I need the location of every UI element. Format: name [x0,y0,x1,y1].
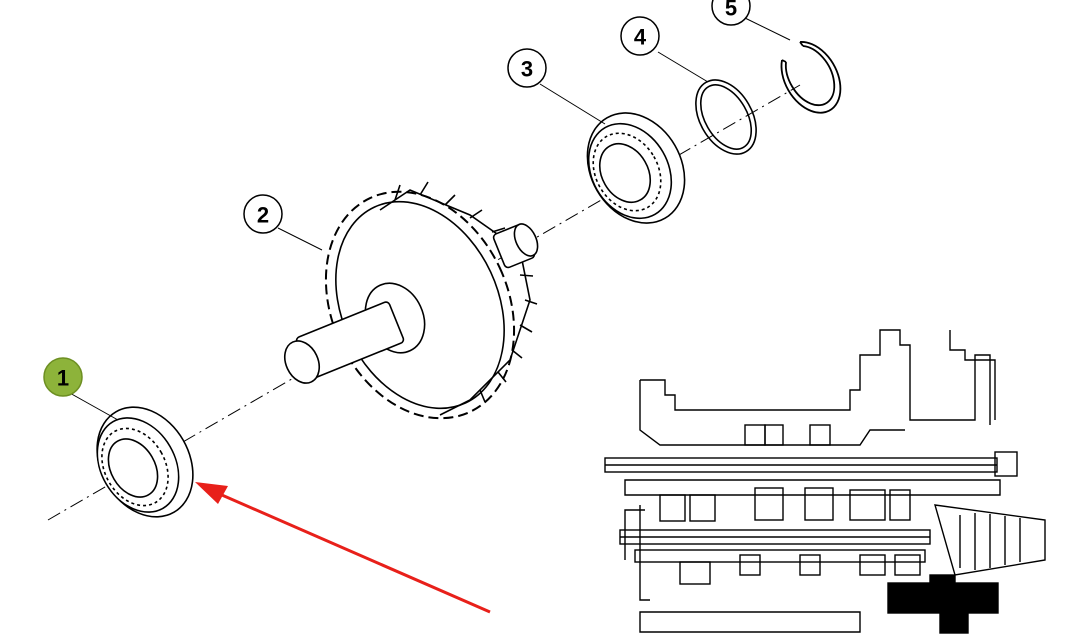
callout-3[interactable]: 3 [507,48,547,88]
callout-leaders [67,17,791,421]
shim-ring-part-4 [695,79,757,155]
bearing-part-3 [586,112,686,224]
callout-4-circle [620,16,660,56]
callout-1-circle [43,357,83,397]
transmission-cross-section-inset [604,329,1046,634]
callout-4-label: 4 [634,25,647,50]
callout-2-label: 2 [257,203,269,228]
gear-shaft-part-2 [283,181,539,420]
callout-1-label: 1 [57,366,69,391]
red-arrow-indicator [195,482,491,614]
callout-4[interactable]: 4 [620,16,660,56]
snap-ring-part-5 [780,41,842,114]
callout-3-circle [507,48,547,88]
callout-5-circle [711,0,751,26]
callout-1[interactable]: 1 [43,357,83,397]
bearing-part-1 [96,406,194,518]
callout-2-circle [243,194,283,234]
callout-5-label: 5 [725,0,737,21]
callout-2[interactable]: 2 [243,194,283,234]
callout-5[interactable]: 5 [711,0,751,26]
callout-3-label: 3 [521,57,533,82]
